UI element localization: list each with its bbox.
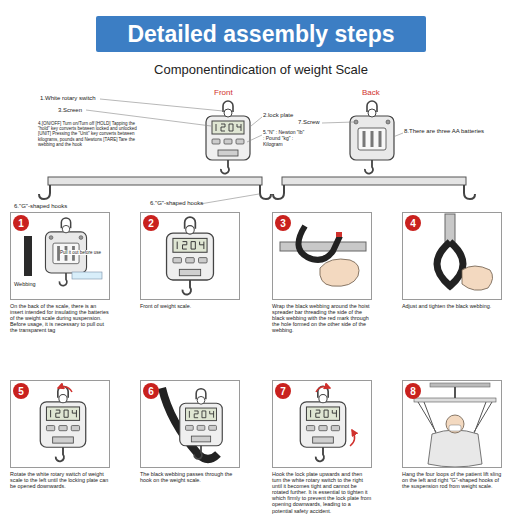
spreader-bar — [282, 177, 466, 185]
subtitle: Componentindication of weight Scale — [0, 63, 522, 78]
step-number-text: 8 — [410, 386, 416, 397]
part-label: 3.Screen — [58, 107, 82, 114]
title-banner: Detailed assembly steps — [96, 16, 426, 52]
hand — [320, 259, 359, 286]
bar — [445, 214, 455, 242]
step-panel: Front of weight scale.2 — [140, 212, 240, 300]
scale-link — [454, 387, 456, 398]
part-label: 6."G"-shaped hooks — [14, 203, 67, 210]
step-number: 1 — [13, 215, 29, 231]
g-hook — [260, 185, 271, 199]
step-number-text: 1 — [18, 218, 24, 229]
leader-lines — [322, 122, 403, 137]
step-number: 2 — [143, 215, 159, 231]
part-note: 4.[ON/OFF] Turn on/Turn off [HOLD] Tappi… — [38, 121, 146, 147]
g-hook — [273, 185, 284, 199]
step-number: 3 — [275, 215, 291, 231]
rotate-arrow — [316, 387, 330, 392]
g-hook — [39, 185, 50, 199]
step-panel: On the back of the scale, there is an in… — [10, 212, 110, 300]
part-label: 1.White rotary switch — [40, 95, 96, 102]
step-panel: Rotate the white rotary switch of weight… — [10, 380, 110, 468]
scale-front — [180, 389, 223, 459]
step-caption: Hook the lock plate upwards and then tur… — [272, 471, 372, 514]
g-hook — [464, 185, 475, 199]
spreader-bar — [280, 242, 366, 251]
step-number: 7 — [275, 383, 291, 399]
view-label: Back — [362, 88, 380, 97]
face-mask — [449, 425, 461, 431]
scale-front — [167, 217, 214, 294]
illustration-label: Webbing — [14, 281, 36, 287]
title-text: Detailed assembly steps — [127, 21, 394, 48]
step-caption: The black webbing passes through the hoo… — [140, 471, 240, 483]
rotate-arrow — [58, 387, 72, 392]
lock-arrow — [350, 430, 355, 446]
hand — [462, 266, 493, 290]
step-number: 4 — [405, 215, 421, 231]
step-number-text: 3 — [280, 218, 286, 229]
step-caption: Rotate the white rotary switch of weight… — [10, 471, 110, 489]
part-label: 8.There are three AA batteries — [404, 128, 488, 135]
step-panel: Wrap the black webbing around the hoist … — [272, 212, 372, 300]
webbing — [298, 226, 340, 260]
suspension-rod — [414, 398, 496, 402]
step-number-text: 4 — [410, 218, 416, 229]
step-number-text: 6 — [148, 386, 154, 397]
step-caption: Hang the four loops of the patient lift … — [402, 471, 502, 489]
step-number-text: 2 — [148, 218, 154, 229]
red-mark — [336, 232, 342, 237]
step-number: 6 — [143, 383, 159, 399]
step-number-text: 7 — [280, 386, 286, 397]
part-label: 6."G"-shaped hooks — [150, 200, 203, 207]
step-panel: The black webbing passes through the hoo… — [140, 380, 240, 468]
front-scale — [206, 101, 250, 174]
part-label: 2.lock plate — [263, 112, 293, 119]
hoist-arm — [430, 383, 490, 387]
step-caption: Adjust and tighten the black webbing. — [402, 303, 502, 309]
step-caption: Front of weight scale. — [140, 303, 240, 309]
step-caption: Wrap the black webbing around the hoist … — [272, 303, 372, 333]
step-number: 8 — [405, 383, 421, 399]
part-label: 7.Screw — [298, 119, 320, 126]
spreader-bar — [48, 177, 262, 185]
transparent-tag — [72, 272, 102, 279]
step-panel: Hang the four loops of the patient lift … — [402, 380, 502, 468]
scale-front — [40, 386, 85, 461]
view-label: Front — [214, 88, 233, 97]
leader-lines — [86, 99, 262, 204]
scale-front — [300, 386, 345, 461]
webbing-loop — [437, 242, 463, 286]
illustration-label: Pull it out before use — [60, 250, 102, 255]
step-number: 5 — [13, 383, 29, 399]
step-number-text: 5 — [18, 386, 24, 397]
sling — [428, 430, 482, 467]
back-scale — [350, 101, 394, 174]
step-panel: Adjust and tighten the black webbing.4 — [402, 212, 502, 300]
part-note: 5."N" : Newton "lb" : Pound "kg" : Kilog… — [263, 130, 305, 147]
patient-head — [446, 415, 464, 433]
step-caption: On the back of the scale, there is an in… — [10, 303, 110, 333]
step-panel: Hook the lock plate upwards and then tur… — [272, 380, 372, 468]
webbing — [24, 236, 32, 276]
